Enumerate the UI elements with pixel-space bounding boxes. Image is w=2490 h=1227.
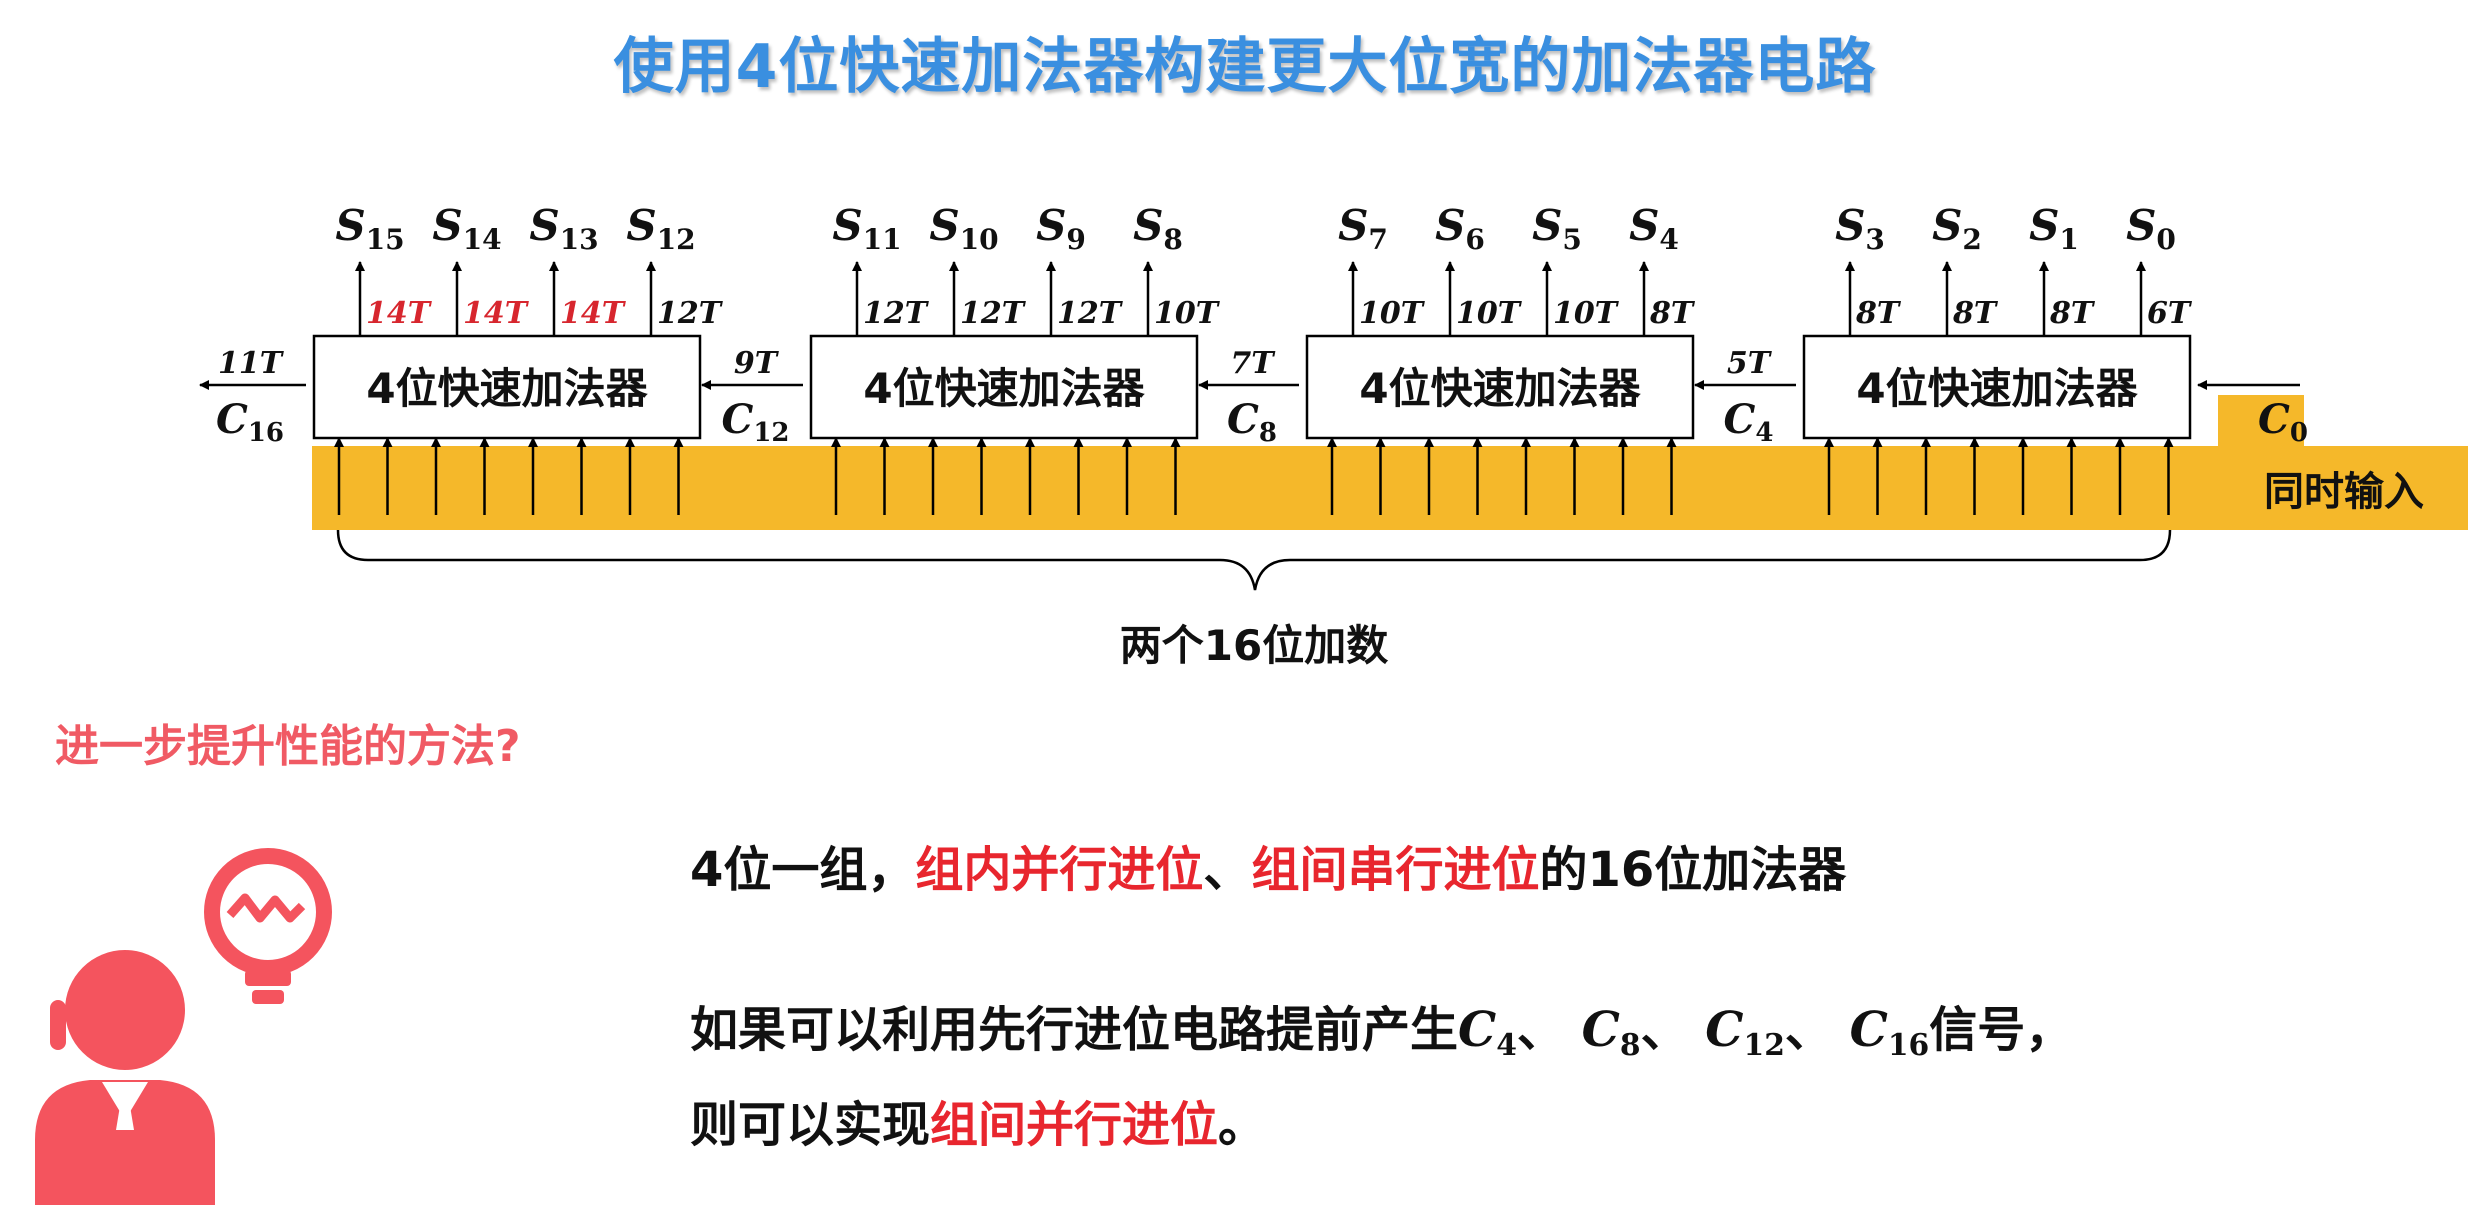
sum-output-label: S6 (1435, 201, 1485, 256)
c4-math: C4 (1458, 1002, 1517, 1063)
sum-output-label: S5 (1532, 201, 1582, 256)
time-label: 6T (2147, 296, 2193, 331)
line-1: 4位一组，组内并行进位、组间串行进位的16位加法器 (690, 830, 1846, 900)
sum-output-label: S10 (929, 201, 998, 256)
sum-output-label: S11 (832, 201, 901, 256)
sep: 、 (1784, 1002, 1833, 1058)
sum-output-label: S3 (1835, 201, 1885, 256)
time-label: 8T (1649, 296, 1696, 331)
adder-box (312, 334, 702, 440)
carry-time-label: 5T (1727, 346, 1773, 381)
time-label: 12T (863, 296, 930, 331)
line2-a: 如果可以利用先行进位电路提前产生 (690, 1002, 1459, 1058)
time-label: 12T (1057, 296, 1124, 331)
carry-in-box (2218, 395, 2304, 455)
carry-time-label: 7T (1230, 346, 1276, 381)
sep: 、 (1516, 1002, 1565, 1058)
sum-output-label: S13 (529, 201, 598, 256)
time-label: 14T (560, 296, 627, 331)
sum-output-label: S4 (1629, 201, 1679, 256)
line3-a: 则可以实现 (690, 1097, 931, 1153)
input-bus (312, 446, 2468, 530)
line3-b: 组间并行进位 (930, 1097, 1219, 1153)
sum-output-label: S14 (432, 201, 501, 256)
brace (336, 529, 2172, 591)
line1-b: 组内并行进位 (915, 842, 1204, 898)
sum-output-label: S2 (1932, 201, 1982, 256)
carry-out-label: C16 (216, 396, 284, 448)
time-label: 12T (960, 296, 1027, 331)
adder-diagram: 4位快速加法器 S15 14T S14 14T S13 14T S12 12T 11T C16 4位快… (199, 201, 2468, 670)
sum-output-label: S8 (1133, 201, 1183, 256)
c16-math: C16 (1849, 1002, 1930, 1063)
line1-d: 组间串行进位 (1251, 842, 1540, 898)
page-title: 使用4位快速加法器构建更大位宽的加法器电路 (613, 32, 1877, 102)
line1-a: 4位一组， (690, 842, 916, 898)
time-label: 14T (463, 296, 530, 331)
c12-math: C12 (1705, 1002, 1785, 1063)
line2-end: 信号， (1929, 1002, 2074, 1058)
line1-c: 、 (1203, 842, 1252, 898)
sum-output-label: S0 (2126, 201, 2176, 256)
carry-out-label: C8 (1227, 396, 1277, 448)
sum-output-label: S9 (1036, 201, 1086, 256)
brace-label: 两个16位加数 (1120, 621, 1388, 670)
sum-output-label: S12 (626, 201, 695, 256)
adder-box (809, 334, 1199, 440)
c8-math: C8 (1581, 1002, 1641, 1063)
line1-e: 的16位加法器 (1539, 842, 1847, 898)
adder-box (1305, 334, 1695, 440)
line-3: 则可以实现组间并行进位。 (690, 1085, 1266, 1155)
question-text: 进一步提升性能的方法? (55, 721, 521, 772)
sum-output-label: S1 (2029, 201, 2079, 256)
time-label: 8T (2049, 296, 2096, 331)
lightbulb-icon (204, 848, 332, 1004)
input-label: 同时输入 (2264, 469, 2424, 515)
time-label: 10T (1456, 296, 1523, 331)
time-label: 8T (1855, 296, 1902, 331)
carry-out-label: C4 (1724, 396, 1774, 448)
sum-output-label: S7 (1338, 201, 1388, 256)
adder-label: 4位快速加法器 (863, 364, 1145, 413)
adder-label: 4位快速加法器 (1856, 364, 2138, 413)
adder-label: 4位快速加法器 (366, 364, 648, 413)
sep: 、 (1640, 1002, 1689, 1058)
carry-in-label: C0 (2258, 396, 2308, 448)
time-label: 10T (1154, 296, 1221, 331)
adder-box (1802, 334, 2192, 440)
line-2: 如果可以利用先行进位电路提前产生C4、 C8、 C12、 C16信号， (690, 990, 2073, 1063)
carry-out-label: C12 (721, 396, 789, 448)
line3-c: 。 (1218, 1097, 1267, 1153)
adder-label: 4位快速加法器 (1359, 364, 1641, 413)
time-label: 10T (1553, 296, 1620, 331)
carry-time-label: 11T (218, 346, 285, 381)
time-label: 8T (1952, 296, 1999, 331)
carry-time-label: 9T (734, 346, 780, 381)
sum-output-label: S15 (335, 201, 404, 256)
time-label: 12T (657, 296, 724, 331)
person-icon (35, 848, 332, 1205)
time-label: 14T (366, 296, 433, 331)
time-label: 10T (1359, 296, 1426, 331)
